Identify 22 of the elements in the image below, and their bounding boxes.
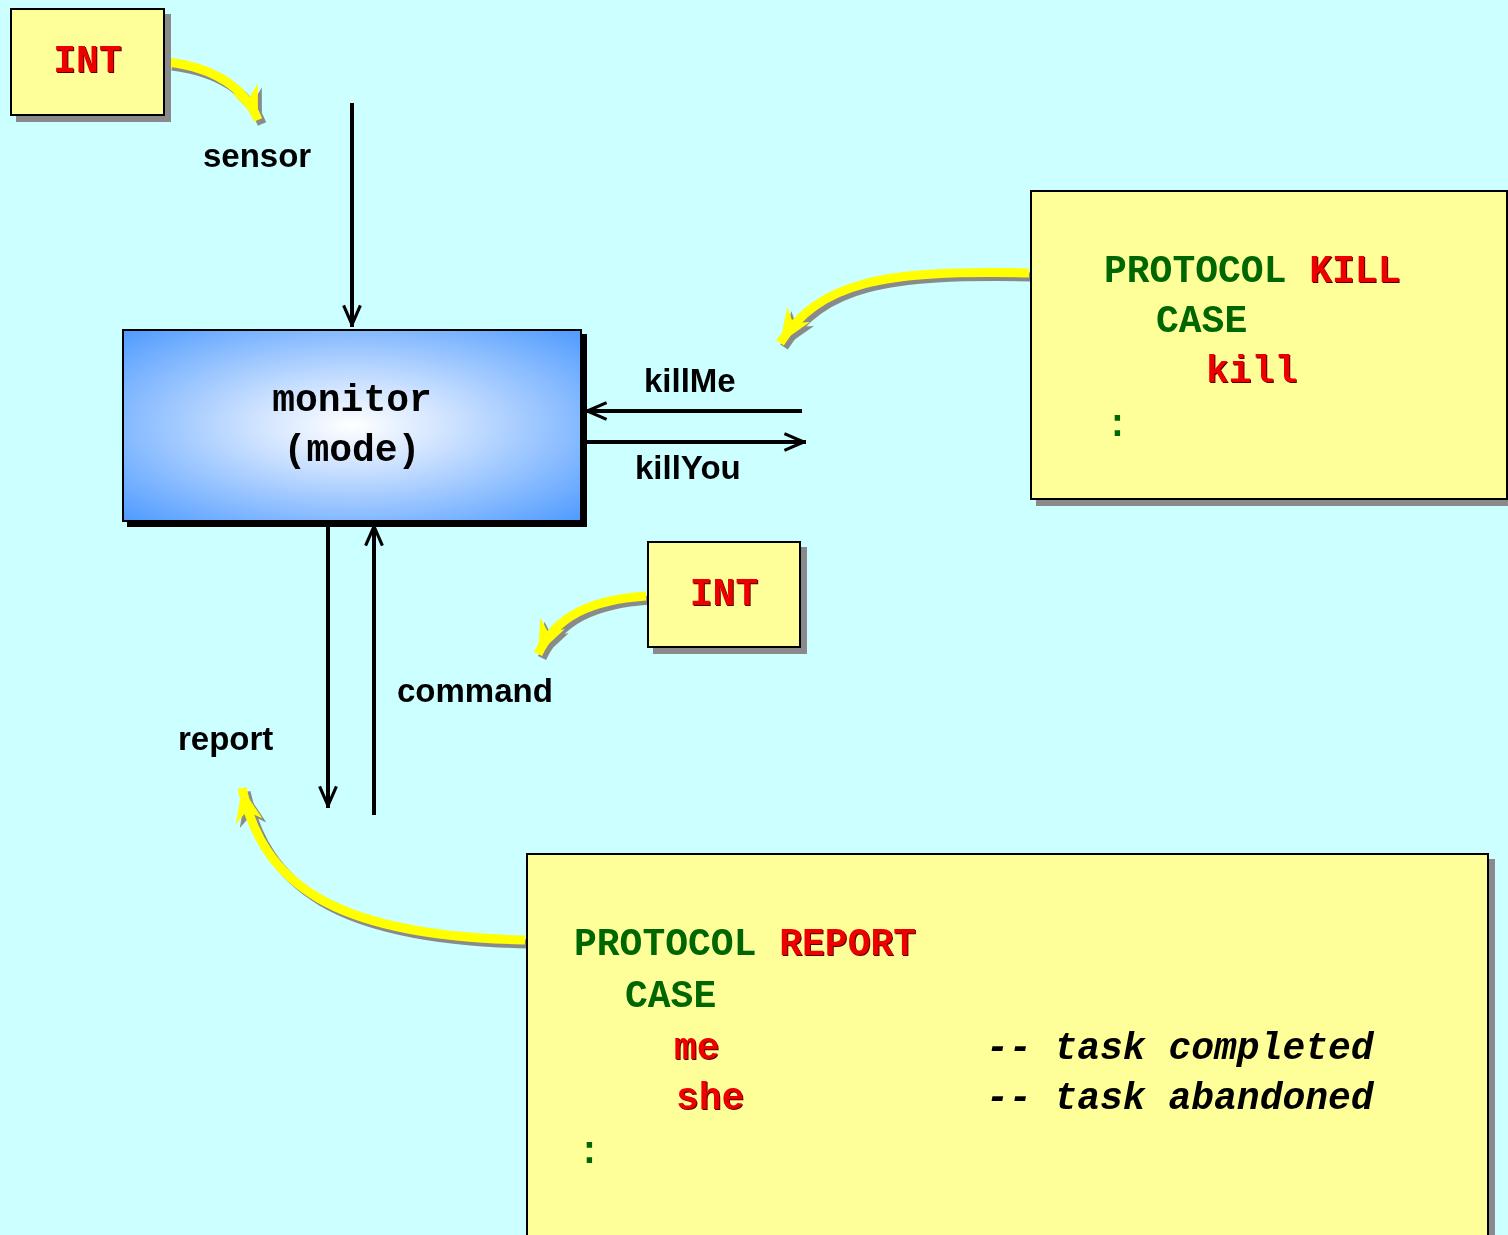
- arrow: [364, 524, 384, 815]
- arrow: [318, 524, 338, 808]
- code-line: PROTOCOL KILL: [1104, 250, 1401, 294]
- code-comment: -- task completed: [986, 1027, 1374, 1071]
- arrow: [585, 401, 802, 421]
- code-line: me: [674, 1027, 720, 1071]
- code-comment: -- task abandoned: [986, 1077, 1374, 1121]
- curved-arrow: [534, 591, 647, 657]
- curved-arrow: [776, 268, 1030, 346]
- arrow: [342, 103, 362, 327]
- code-line: CASE: [625, 975, 717, 1019]
- code-line: PROTOCOL REPORT: [574, 923, 917, 967]
- code-line: :: [578, 1131, 601, 1175]
- type-name: INT: [688, 572, 760, 617]
- code-line: she: [676, 1077, 745, 1121]
- code-line: CASE: [1156, 300, 1248, 344]
- code-line: kill: [1206, 350, 1298, 394]
- curved-arrow: [237, 786, 526, 945]
- arrow: [585, 432, 806, 452]
- type-name: INT: [52, 40, 123, 84]
- code-line: :: [1106, 404, 1129, 448]
- process-name: monitor (mode): [271, 377, 433, 474]
